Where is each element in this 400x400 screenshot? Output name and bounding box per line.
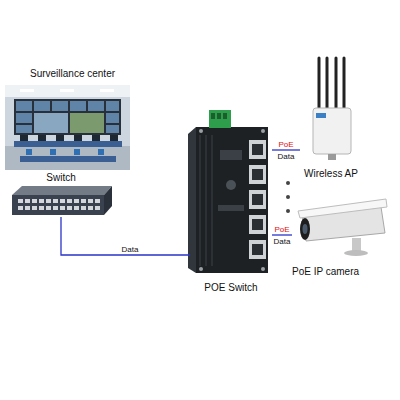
device-caption: Wireless AP bbox=[304, 168, 358, 180]
device-caption: Surveillance center bbox=[30, 68, 115, 80]
cable-label: PoE bbox=[273, 225, 290, 234]
device-caption: PoE IP camera bbox=[292, 266, 359, 278]
device-caption: POE Switch bbox=[204, 282, 257, 294]
more-devices-dots bbox=[286, 181, 290, 213]
camera-node: PoE IP camera bbox=[292, 200, 392, 278]
access-point-picture bbox=[313, 58, 351, 160]
switch-node: Switch bbox=[10, 172, 112, 217]
switch-picture bbox=[12, 186, 112, 215]
network-cable bbox=[272, 234, 292, 235]
camera-picture bbox=[298, 199, 387, 256]
cable-label: Data bbox=[121, 245, 140, 254]
poe-switch-node: POE Switch bbox=[190, 110, 272, 294]
poe-switch-picture bbox=[188, 110, 268, 273]
control-room-picture bbox=[5, 85, 130, 170]
cable-label: PoE bbox=[277, 140, 294, 149]
room-node: Surveillance center bbox=[5, 68, 132, 171]
cable-label: Data bbox=[273, 237, 292, 246]
device-caption: Switch bbox=[46, 172, 75, 184]
cable-label: Data bbox=[277, 152, 296, 161]
access-point-node: Wireless AP bbox=[300, 55, 362, 180]
network-cable bbox=[272, 149, 300, 150]
network-cable bbox=[61, 217, 190, 255]
